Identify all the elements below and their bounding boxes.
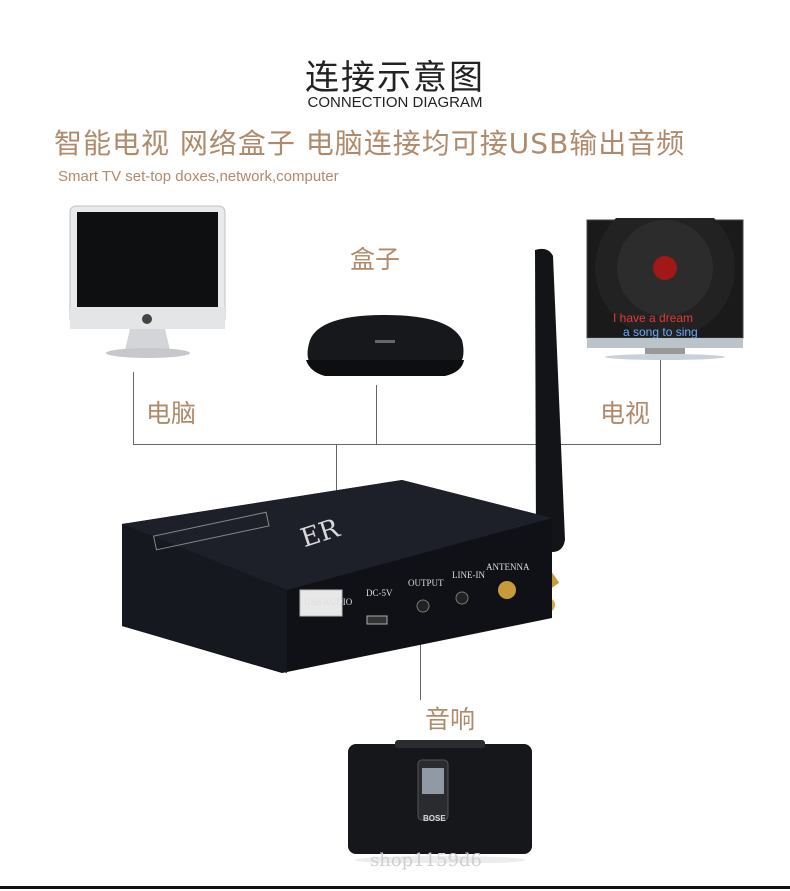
subtitle: 智能电视 网络盒子 电脑连接均可接USB输出音频	[54, 127, 686, 160]
horizontal-connector-line	[133, 444, 661, 445]
apple-logo-icon	[142, 314, 152, 324]
computer-connector-line	[133, 372, 134, 444]
label-computer: 电脑	[146, 399, 197, 428]
subtitle-english: Smart TV set-top doxes,network,computer	[58, 168, 339, 185]
line-in-port-icon	[455, 591, 469, 605]
tv-lyric-line-1: I have a dream	[613, 311, 694, 325]
port-label-line-in: LINE-IN	[452, 570, 485, 580]
label-box: 盒子	[350, 245, 401, 274]
speaker-image	[348, 740, 532, 863]
set-top-box-image	[306, 315, 464, 376]
bluetooth-receiver-device: ER	[122, 480, 552, 673]
watermark: shop1159d6	[370, 850, 482, 871]
antenna-port-icon	[498, 581, 516, 599]
computer-image	[69, 205, 226, 358]
speaker-brand: BOSE	[423, 814, 446, 823]
dc-port-icon	[366, 615, 388, 625]
tv-image	[586, 218, 744, 360]
port-label-dc: DC-5V	[366, 588, 393, 598]
output-port-icon	[416, 599, 430, 613]
tv-connector-line	[660, 360, 661, 444]
port-label-output: OUTPUT	[408, 578, 444, 588]
port-label-usb: USB AUDIO	[304, 597, 353, 607]
tv-lyric-line-2: a song to sing	[623, 325, 698, 339]
output-connector-line	[420, 618, 421, 700]
bottom-divider	[0, 886, 790, 889]
label-tv: 电视	[600, 399, 651, 428]
label-speaker: 音响	[425, 705, 476, 734]
box-connector-line	[376, 385, 377, 444]
usb-port-icon	[299, 589, 343, 617]
diagram-title: 连接示意图	[305, 58, 485, 98]
port-label-antenna: ANTENNA	[486, 562, 530, 572]
diagram-title-english: CONNECTION DIAGRAM	[307, 94, 483, 111]
